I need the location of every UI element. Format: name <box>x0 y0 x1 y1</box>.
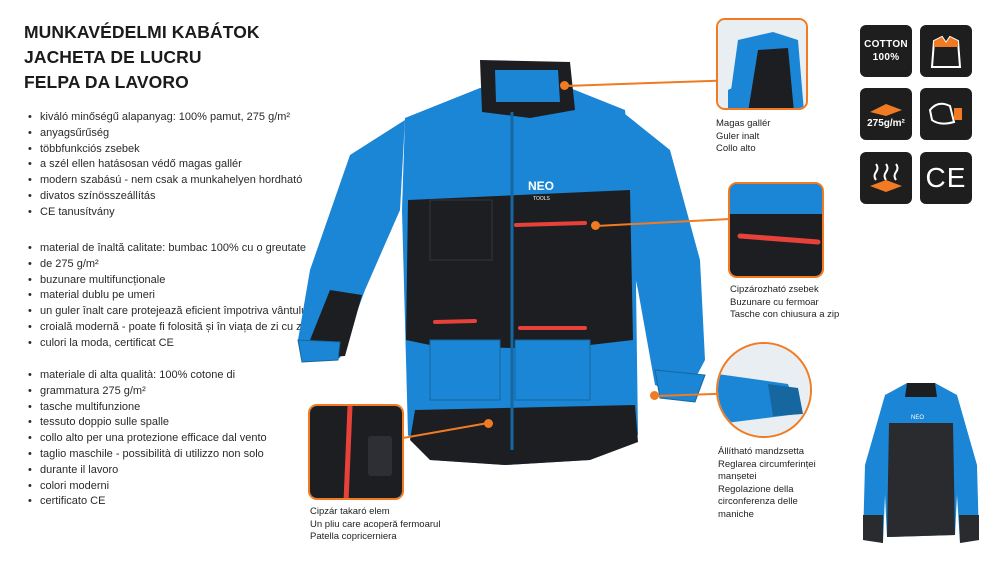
feature-item: croială modernă - poate fi folosită și î… <box>28 320 318 336</box>
feature-item: tasche multifunzione <box>28 400 318 416</box>
callout-pocket-image <box>728 182 824 278</box>
right-sleeve <box>620 110 705 398</box>
dot-cuff <box>650 391 659 400</box>
feature-item: divatos színösszeállítás <box>28 189 318 205</box>
chest-pocket-left <box>429 199 493 261</box>
feature-item: tessuto doppio sulle spalle <box>28 415 318 431</box>
caption-line: Cipzározható zsebek <box>730 284 819 295</box>
double-shoulder-icon <box>930 35 962 68</box>
feature-item: taglio maschile - possibilità di utilizz… <box>28 447 318 463</box>
caption-placket: Cipzár takaró elem Un pliu care acoperă … <box>310 506 440 544</box>
placket-detail-icon <box>310 406 402 498</box>
feature-item: certificato CE <box>28 494 318 510</box>
badge-cotton-line1: COTTON <box>864 39 908 50</box>
ce-mark-icon: CE <box>925 162 967 193</box>
title-block: MUNKAVÉDELMI KABÁTOK JACHETA DE LUCRU FE… <box>24 20 304 95</box>
badge-weight: 275g/m² <box>860 88 912 140</box>
jacket-logo: NEO <box>528 179 554 193</box>
back-logo: NEO <box>911 415 924 421</box>
fabric-layer-icon <box>870 103 902 116</box>
title-it: FELPA DA LAVORO <box>24 72 189 92</box>
caption-line: circonferenza delle <box>718 496 798 508</box>
caption-line: Patella copricerniera <box>310 531 397 543</box>
feature-item: colori moderni <box>28 479 318 495</box>
caption-line: Regolazione della <box>718 483 794 495</box>
feature-item: grammatura 275 g/m² <box>28 384 318 400</box>
feature-item: CE tanusítvány <box>28 205 318 221</box>
feature-item: material de înaltă calitate: bumbac 100%… <box>28 241 318 257</box>
callout-cuff-image <box>716 342 812 438</box>
caption-cuff: Állítható mandzsetta Reglarea circumferi… <box>718 446 816 522</box>
dot-pocket <box>591 221 600 230</box>
chest-zip <box>514 221 587 227</box>
feature-item: collo alto per una protezione efficace d… <box>28 431 318 447</box>
collar-inner <box>495 70 560 102</box>
feature-item: de 275 g/m² <box>28 257 318 273</box>
lower-pocket-right <box>514 339 591 401</box>
waist-zip-left <box>433 319 477 324</box>
feature-item: buzunare multifuncționale <box>28 273 318 289</box>
badge-breathable <box>860 152 912 204</box>
caption-line: Un pliu care acoperă fermoarul <box>310 518 441 530</box>
caption-line: manșetei <box>718 471 757 483</box>
collar-detail-icon <box>718 20 806 108</box>
caption-line: Collo alto <box>716 143 756 155</box>
feature-list-hu: kiváló minőségű alapanyag: 100% pamut, 2… <box>28 110 318 221</box>
caption-line: Cipzár takaró elem <box>310 506 390 517</box>
feature-item: a szél ellen hatásosan védő magas gallér <box>28 157 318 173</box>
breathable-icon <box>870 163 902 192</box>
callout-placket-image <box>308 404 404 500</box>
pocket-detail-icon <box>730 184 822 276</box>
caption-pocket: Cipzározható zsebek Buzunare cu fermoar … <box>730 284 839 322</box>
callout-collar-image <box>716 18 808 110</box>
badge-adjustable-cuff <box>920 88 972 140</box>
feature-item: un guler înalt care protejează eficient … <box>28 304 318 320</box>
jacket-logo-sub: TOOLS <box>533 196 551 202</box>
feature-item: modern szabású - nem csak a munkahelyen … <box>28 173 318 189</box>
right-cuff <box>654 369 706 403</box>
cuff-adjust-icon <box>928 102 962 125</box>
jacket-back-image: NEO <box>863 383 979 543</box>
dot-placket <box>484 419 493 428</box>
feature-list-it: materiale di alta qualità: 100% cotone d… <box>28 368 318 510</box>
feature-item: többfunkciós zsebek <box>28 142 318 158</box>
lower-pocket-left <box>429 339 501 401</box>
caption-line: Reglarea circumferinței <box>718 458 816 470</box>
badge-cotton: COTTON 100% <box>860 25 912 77</box>
caption-line: Magas gallér <box>716 118 771 129</box>
feature-item: durante il lavoro <box>28 463 318 479</box>
left-sleeve <box>298 120 405 360</box>
jacket-front-image: NEO TOOLS <box>297 60 706 465</box>
feature-item: materiale di alta qualità: 100% cotone d… <box>28 368 318 384</box>
left-cuff <box>297 339 341 363</box>
badge-weight-text: 275g/m² <box>867 117 905 129</box>
caption-line: maniche <box>718 508 754 520</box>
title-hu: MUNKAVÉDELMI KABÁTOK <box>24 22 260 42</box>
feature-item: anyagsűrűség <box>28 126 318 142</box>
caption-line: Állítható mandzsetta <box>718 446 805 457</box>
caption-line: Buzunare cu fermoar <box>730 296 819 308</box>
feature-item: culori la moda, certificat CE <box>28 336 318 352</box>
badge-cotton-line2: 100% <box>872 52 900 63</box>
badge-double-shoulder <box>920 25 972 77</box>
title-ro: JACHETA DE LUCRU <box>24 47 202 67</box>
feature-list-ro: material de înaltă calitate: bumbac 100%… <box>28 241 318 352</box>
dot-collar <box>560 81 569 90</box>
hem-band <box>410 405 638 465</box>
caption-line: Guler inalt <box>716 130 760 142</box>
feature-item: kiváló minőségű alapanyag: 100% pamut, 2… <box>28 110 318 126</box>
caption-collar: Magas gallér Guler inalt Collo alto <box>716 118 770 156</box>
badge-ce: CE <box>920 152 972 204</box>
feature-item: material dublu pe umeri <box>28 288 318 304</box>
cuff-detail-icon <box>718 344 810 436</box>
caption-line: Tasche con chiusura a zip <box>730 309 840 321</box>
